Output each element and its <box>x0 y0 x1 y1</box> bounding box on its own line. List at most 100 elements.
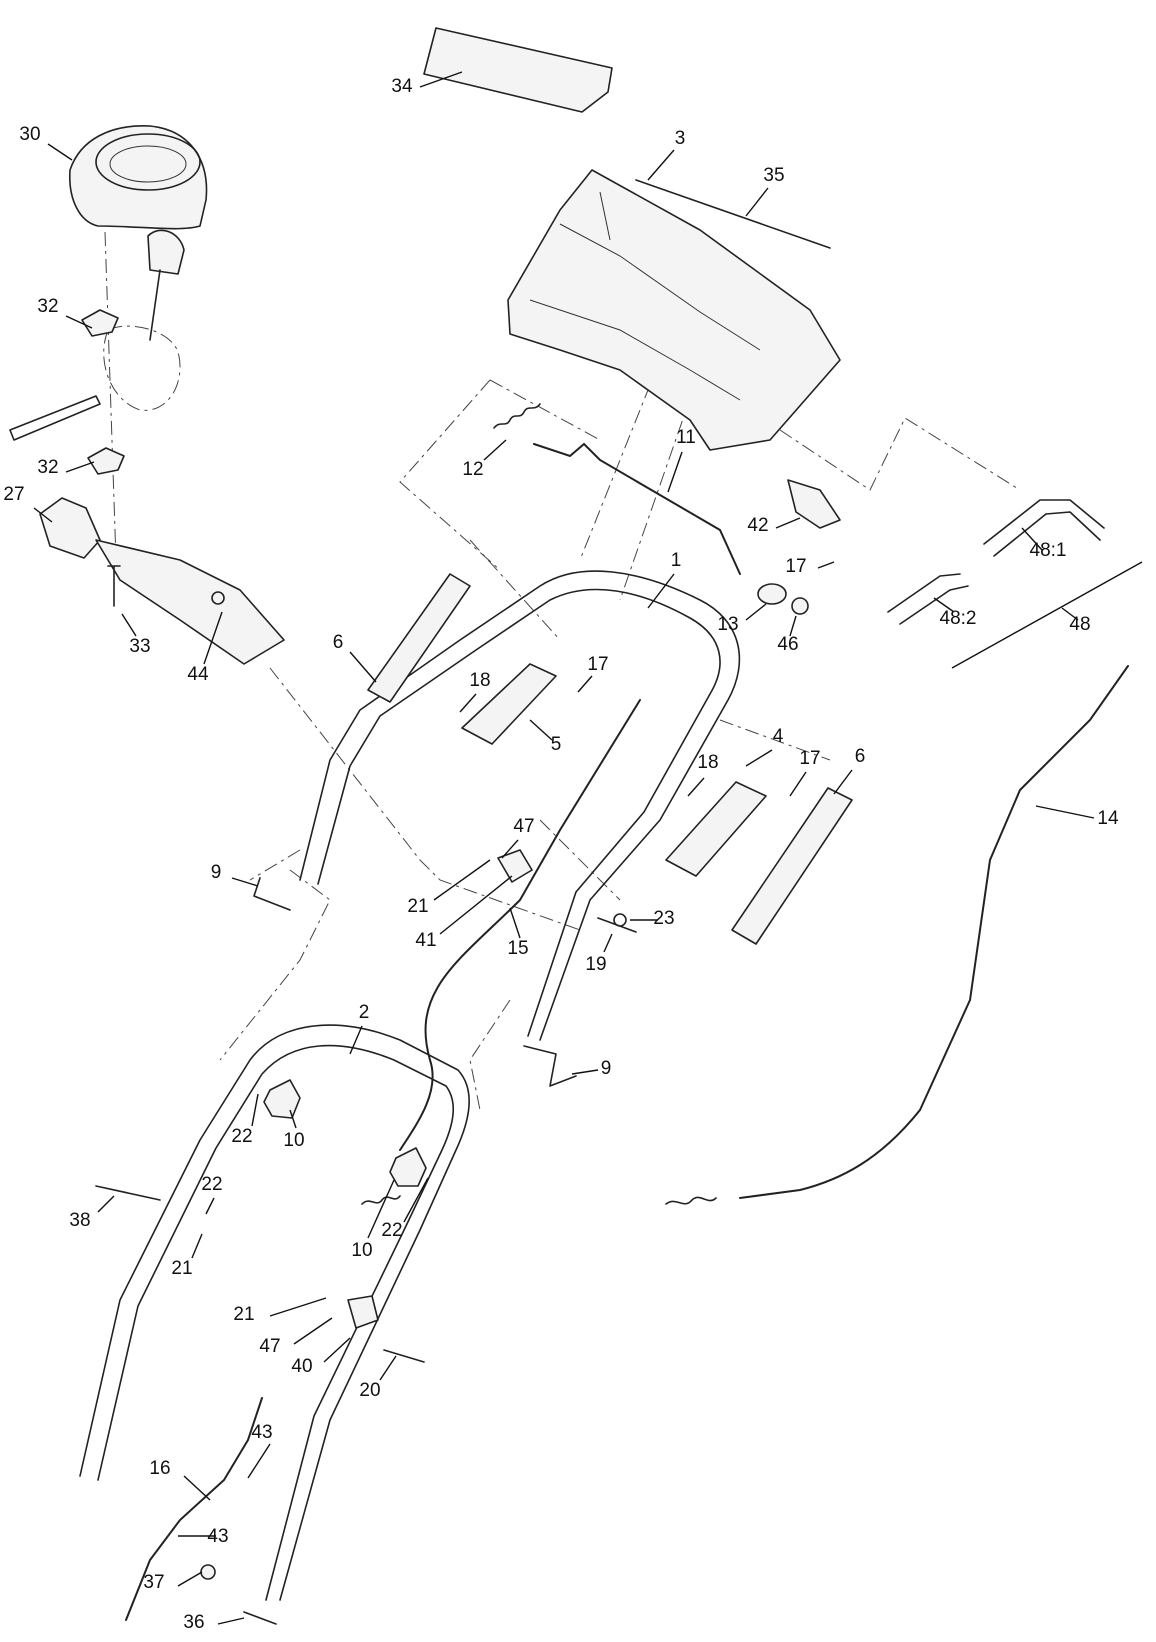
bracket-5 <box>461 663 557 745</box>
part-callout: 48 <box>1069 614 1090 635</box>
leader-line <box>817 561 835 569</box>
leader-line <box>419 71 463 88</box>
part-callout: 9 <box>601 1058 612 1079</box>
leader-line <box>231 877 259 887</box>
part-callout: 16 <box>149 1458 170 1479</box>
part-callout: 38 <box>69 1210 90 1231</box>
leader-line <box>289 1109 297 1129</box>
leader-line <box>191 1233 203 1259</box>
leader-line <box>323 1337 351 1363</box>
leader-line <box>647 149 675 181</box>
latch-42 <box>787 479 841 529</box>
leader-line <box>483 439 507 461</box>
part-callout: 43 <box>207 1526 228 1547</box>
lower-handle-2 <box>79 1024 470 1601</box>
part-callout: 34 <box>391 76 413 97</box>
leader-line <box>177 1571 203 1587</box>
part-callout: 17 <box>799 748 820 769</box>
clip-32-upper <box>81 309 119 337</box>
part-callout: 32 <box>37 296 58 317</box>
part-callout: 47 <box>513 816 534 837</box>
part-callout: 17 <box>785 556 806 577</box>
leader-line <box>379 1355 397 1381</box>
part-callout: 20 <box>359 1380 380 1401</box>
part-callout: 21 <box>233 1304 254 1325</box>
leader-line <box>205 1197 215 1215</box>
bushing-13-46 <box>757 583 809 615</box>
leader-line <box>65 315 93 329</box>
part-callout: 4 <box>773 726 784 747</box>
hose-48 <box>887 499 1143 669</box>
leader-line <box>459 693 477 713</box>
part-callout: 48:2 <box>940 608 977 629</box>
part-callout: 40 <box>291 1356 312 1377</box>
leader-line <box>775 517 801 529</box>
leader-line <box>251 1093 259 1127</box>
part-callout: 2 <box>359 1002 370 1023</box>
lever-assembly <box>9 229 185 441</box>
engine-shroud-30 <box>69 125 208 230</box>
leader-line <box>433 859 491 901</box>
part-callout: 6 <box>333 632 344 653</box>
tube-6-right <box>731 787 853 945</box>
control-41 <box>497 849 533 883</box>
leader-line <box>933 597 955 613</box>
leader-line <box>33 507 53 523</box>
part-callout: 1 <box>671 550 682 571</box>
upper-handle-1 <box>299 570 741 1041</box>
bolt-20 <box>383 1349 425 1363</box>
spring-12 <box>493 403 541 429</box>
leader-line <box>349 651 377 683</box>
part-callout: 3 <box>675 128 686 149</box>
part-callout: 32 <box>37 457 58 478</box>
bolt-33 <box>107 565 121 607</box>
pin-19-23 <box>597 913 637 933</box>
leader-line <box>833 769 853 795</box>
leader-line <box>1035 805 1095 819</box>
part-callout: 22 <box>201 1174 222 1195</box>
leader-line <box>687 777 705 797</box>
leader-line <box>571 1069 599 1075</box>
leader-line <box>293 1317 333 1345</box>
leader-line <box>217 1617 245 1625</box>
tube-6-left <box>367 573 471 703</box>
leader-line <box>439 875 513 935</box>
part-callout: 43 <box>251 1422 272 1443</box>
leader-line <box>1061 607 1079 621</box>
part-callout: 6 <box>855 746 866 767</box>
cable-16 <box>125 1397 263 1621</box>
knob-10-upper <box>263 1079 301 1119</box>
part-callout: 47 <box>259 1336 280 1357</box>
leader-line <box>789 771 807 797</box>
grass-bag-frame-3 <box>507 169 841 451</box>
cable-15 <box>399 699 641 1151</box>
part-callout: 15 <box>507 938 528 959</box>
leader-line <box>203 611 223 665</box>
leader-line <box>247 1443 271 1479</box>
spring-lower <box>361 1195 401 1205</box>
part-callout: 22 <box>381 1220 402 1241</box>
leader-line <box>65 461 95 473</box>
part-callout: 36 <box>183 1612 204 1633</box>
leader-line <box>577 675 593 693</box>
part-callout: 33 <box>129 636 150 657</box>
part-callout: 19 <box>585 954 606 975</box>
part-callout: 44 <box>187 664 209 685</box>
part-callout: 21 <box>171 1258 192 1279</box>
rod-35 <box>635 179 831 249</box>
leader-line <box>745 749 773 767</box>
part-callout: 35 <box>763 165 784 186</box>
part-callout: 37 <box>143 1572 164 1593</box>
part-callout: 11 <box>676 427 696 448</box>
part-callout: 10 <box>283 1130 304 1151</box>
part-callout: 17 <box>587 654 608 675</box>
leader-line <box>745 603 767 621</box>
assembly-lines <box>104 231 1021 1111</box>
knob-10-lower <box>389 1147 427 1187</box>
part-callout: 30 <box>19 124 40 145</box>
decal-strip-34 <box>423 27 613 113</box>
bracket-4 <box>665 781 767 877</box>
bolt-36-37 <box>200 1564 277 1625</box>
